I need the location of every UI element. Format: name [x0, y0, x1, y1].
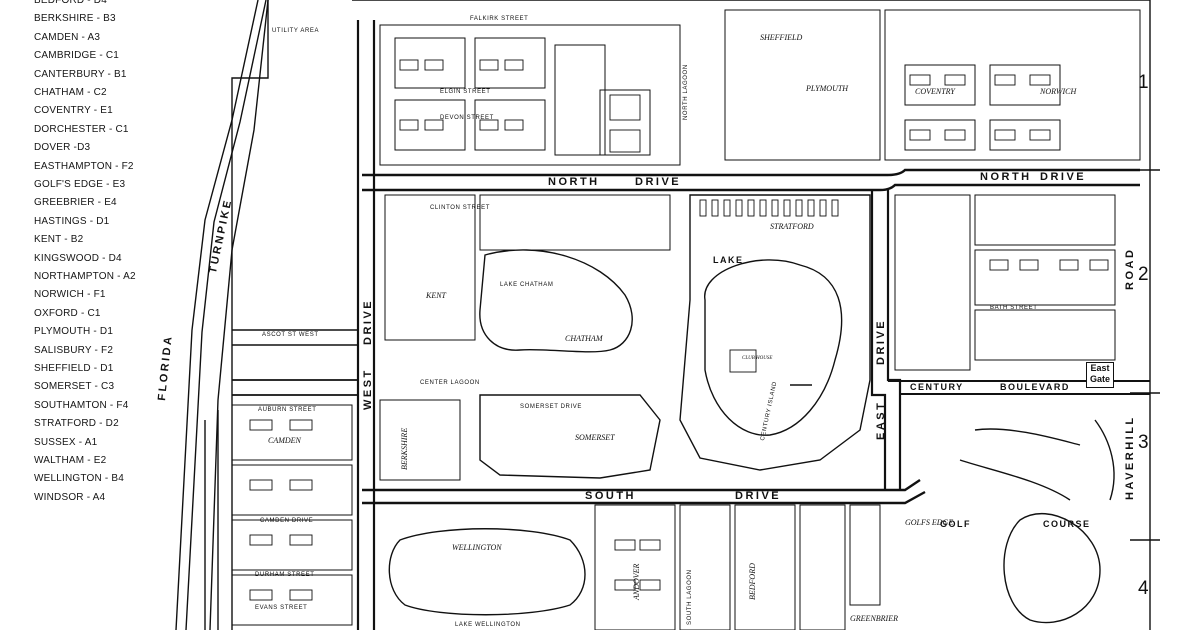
- evans-street-label: EVANS STREET: [255, 605, 308, 611]
- turnpike-edge-1: [175, 0, 259, 630]
- legend-item: SOMERSET - C3: [34, 381, 115, 393]
- center-lagoon-label: CENTER LAGOON: [420, 380, 480, 386]
- legend-item: KENT - B2: [34, 234, 84, 246]
- east-gate-sign: East Gate: [1086, 362, 1114, 388]
- elgin-street-label: ELGIN STREET: [440, 89, 491, 95]
- legend-item: NORWICH - F1: [34, 289, 106, 301]
- utility-area-label: UTILITY AREA: [272, 28, 320, 34]
- south-lagoon-label: SOUTH LAGOON: [687, 569, 693, 625]
- legend-item: SHEFFIELD - D1: [34, 363, 114, 374]
- legend-item: CHATHAM - C2: [34, 87, 107, 98]
- legend-item: BEDFORD - D4: [34, 0, 107, 6]
- legend-item: CAMBRIDGE - C1: [34, 50, 120, 62]
- legend-item: SOUTHAMTON - F4: [34, 399, 129, 411]
- road-label-north-drive: DRIVE: [635, 176, 682, 188]
- area-plymouth: PLYMOUTH: [806, 84, 849, 93]
- area-berkshire: BERKSHIRE: [400, 427, 409, 470]
- road-label-west: WEST: [362, 368, 374, 410]
- legend-item: GOLF'S EDGE - E3: [34, 179, 126, 190]
- area-stratford: STRATFORD: [770, 222, 814, 231]
- camden-drive-label: CAMDEN DRIVE: [260, 518, 314, 524]
- falkirk-street-label: FALKIRK STREET: [470, 16, 529, 22]
- road-label-north: NORTH: [548, 176, 600, 188]
- ascot-st-west-label: ASCOT ST WEST: [262, 332, 319, 338]
- lake-label: LAKE: [713, 255, 744, 265]
- legend-item: CANTERBURY - B1: [34, 68, 127, 80]
- area-kent: KENT: [426, 291, 447, 300]
- area-andover: ANDOVER: [632, 563, 641, 600]
- area-club-house: CLUB HOUSE: [742, 356, 773, 361]
- legend-item: DORCHESTER - C1: [34, 123, 129, 135]
- area-greenbrier: GREENBRIER: [850, 614, 898, 623]
- east-gate-line1: East: [1090, 363, 1110, 373]
- legend-item: COVENTRY - E1: [34, 105, 113, 117]
- area-camden: CAMDEN: [268, 436, 301, 445]
- lake-wellington-label: LAKE WELLINGTON: [455, 622, 521, 628]
- turnpike-edge-2: [185, 0, 267, 630]
- legend-item: CAMDEN - A3: [34, 31, 101, 43]
- legend-item: GREEBRIER - E4: [34, 197, 117, 209]
- grid-row-2: 2: [1138, 264, 1149, 285]
- legend-item: EASTHAMPTON - F2: [34, 160, 134, 172]
- clinton-street-label: CLINTON STREET: [430, 205, 490, 211]
- road-label-century: CENTURY: [910, 382, 964, 392]
- area-golfs-edge: GOLFS EDGE: [905, 518, 954, 527]
- road-label-north-east: NORTH: [980, 171, 1032, 183]
- road-label-north-east-drive: DRIVE: [1040, 171, 1087, 183]
- road-label-south: SOUTH: [585, 490, 636, 502]
- somerset-drive-label: SOMERSET DRIVE: [520, 404, 582, 410]
- legend-item: WALTHAM - E2: [34, 455, 107, 466]
- road-label-haverhill: HAVERHILL: [1124, 415, 1136, 500]
- legend-item: STRATFORD - D2: [34, 418, 119, 430]
- area-coventry: COVENTRY: [915, 87, 955, 96]
- road-label-boulevard: BOULEVARD: [1000, 382, 1070, 392]
- road-label-east-drive: DRIVE: [875, 318, 887, 365]
- legend-item: SALISBURY - F2: [34, 344, 114, 356]
- north-lagoon-label: NORTH LAGOON: [683, 64, 689, 120]
- legend-item: DOVER -D3: [34, 142, 91, 154]
- legend-item: WINDSOR - A4: [34, 491, 106, 503]
- legend-item: OXFORD - C1: [34, 307, 101, 319]
- area-bedford: BEDFORD: [748, 563, 757, 600]
- road-label-west-drive: DRIVE: [362, 298, 374, 345]
- legend-item: KINGSWOOD - D4: [34, 252, 122, 264]
- grid-row-3: 3: [1138, 432, 1149, 453]
- legend-item: SUSSEX - A1: [34, 436, 98, 448]
- road-label-road: ROAD: [1124, 247, 1136, 290]
- course-label: COURSE: [1043, 519, 1091, 529]
- legend-item: HASTINGS - D1: [34, 215, 110, 227]
- legend-item: PLYMOUTH - D1: [34, 326, 114, 338]
- east-gate-line2: Gate: [1089, 374, 1110, 384]
- area-sheffield: SHEFFIELD: [760, 33, 803, 42]
- grid-row-1: 1: [1138, 72, 1149, 93]
- grid-row-4: 4: [1138, 578, 1149, 599]
- road-label-south-drive: DRIVE: [735, 490, 782, 502]
- area-somerset: SOMERSET: [575, 433, 615, 442]
- legend-item: BERKSHIRE - B3: [34, 13, 116, 25]
- durham-street-label: DURHAM STREET: [255, 572, 315, 578]
- lake-chatham-label: LAKE CHATHAM: [500, 282, 554, 288]
- area-chatham: CHATHAM: [565, 334, 603, 343]
- legend-item: NORTHAMPTON - A2: [34, 271, 136, 282]
- road-label-east: EAST: [875, 400, 887, 440]
- area-norwich: NORWICH: [1040, 87, 1077, 96]
- devon-street-label: DEVON STREET: [440, 115, 494, 121]
- legend-item: WELLINGTON - B4: [34, 473, 125, 485]
- bath-street-label: BATH STREET: [990, 305, 1038, 311]
- auburn-street-label: AUBURN STREET: [258, 407, 317, 413]
- golf-label: GOLF: [940, 519, 971, 529]
- area-wellington: WELLINGTON: [452, 543, 502, 552]
